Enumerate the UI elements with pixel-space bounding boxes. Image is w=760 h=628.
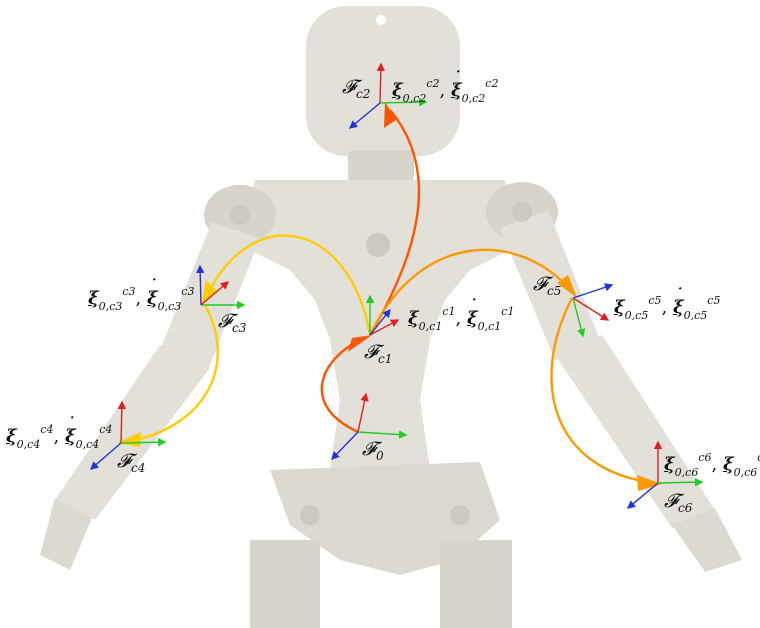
axis-z-Fc6 <box>626 482 659 509</box>
axis-x-Fc2 <box>379 97 428 107</box>
frame-axes-Fc3 <box>195 264 246 310</box>
robot-right-forearm <box>555 335 715 528</box>
robot-left-hand <box>40 498 92 570</box>
axis-x-Fc6 <box>657 477 704 487</box>
robot-joint <box>230 205 250 225</box>
derivative-dot: ˙ <box>674 285 683 304</box>
robot-joint <box>300 505 320 525</box>
axis-z-Fc5 <box>572 297 586 338</box>
axis-z-Fc2 <box>348 102 381 129</box>
frame-axes-Fc1 <box>365 294 400 336</box>
robot-head-hole <box>376 15 386 25</box>
link-arrowhead-c1 <box>348 335 372 352</box>
link-curve-c1-c2 <box>368 109 421 336</box>
axis-y-Fc5 <box>572 283 614 299</box>
twist-label-c2: ξ0,c2c2, ξ˙0,c2c2 <box>392 68 499 105</box>
frame-axes-F0 <box>331 392 408 461</box>
frame-label-Fc2: 𝓕c2 <box>342 76 371 101</box>
robot-right-leg <box>440 540 512 628</box>
frame-label-Fc6: 𝓕c6 <box>664 490 693 515</box>
robot-joint <box>366 233 390 257</box>
axis-z-Fc3 <box>200 281 230 306</box>
frame-axes-Fc6 <box>626 440 704 509</box>
twist-label-c5: ξ0,c5c5, ξ˙0,c5c5 <box>614 285 721 322</box>
twist-label-c3: ξ0,c3c3, ξ˙0,c3c3 <box>88 276 195 313</box>
derivative-dot: ˙ <box>148 276 157 295</box>
robot-right-upper-arm <box>500 210 600 360</box>
axis-y-Fc4 <box>117 400 127 444</box>
robot-right-hand <box>672 508 742 572</box>
derivative-dot: ˙ <box>725 452 733 460</box>
robot-joint <box>512 202 532 222</box>
axis-y-Fc3 <box>195 264 205 306</box>
link-curve-c5-c6 <box>550 297 656 485</box>
robot-left-forearm <box>55 345 210 520</box>
link-arrowhead-c2 <box>384 102 396 128</box>
axis-z-Fc4 <box>89 442 122 470</box>
link-curve-c1-c5 <box>368 248 573 336</box>
axis-x-F0 <box>357 430 408 439</box>
robot-torso <box>240 180 520 470</box>
axis-x-Fc1 <box>369 319 400 336</box>
twist-label-c4: ξ0,c4c4, ξ˙0,c4c4 <box>6 414 113 451</box>
derivative-dot: ˙ <box>452 68 461 87</box>
axis-x-Fc5 <box>572 297 610 321</box>
twist-label-c6: ξ0,c6c6, ξ˙0,c6c6 <box>664 452 760 478</box>
frame-label-Fc5: 𝓕c5 <box>533 273 562 298</box>
axis-x-Fc4 <box>120 437 167 447</box>
axis-y-F0 <box>357 392 369 433</box>
frame-axes-Fc4 <box>89 400 167 470</box>
derivative-dot: ˙ <box>66 414 75 433</box>
frame-label-Fc4: 𝓕c4 <box>117 450 146 475</box>
link-curve-c3-c4 <box>124 304 219 444</box>
frame-label-Fc3: 𝓕c3 <box>218 310 247 335</box>
link-arrowhead-c3 <box>201 280 217 306</box>
link-arrowhead-c6 <box>637 475 662 491</box>
derivative-dot: ˙ <box>468 296 477 315</box>
frame-label-Fc1: 𝓕c1 <box>364 341 393 366</box>
robot-neck <box>348 150 414 182</box>
link-curve-0-c1 <box>320 338 361 434</box>
robot-head <box>306 6 460 156</box>
robot-left-leg <box>250 540 320 628</box>
robot-joint <box>450 505 470 525</box>
frame-axes-Fc2 <box>348 62 428 129</box>
twist-label-c1: ξ0,c1c1, ξ˙0,c1c1 <box>408 296 515 333</box>
frame-label-F0: 𝓕0 <box>362 438 384 463</box>
axis-y-Fc2 <box>376 62 386 104</box>
link-arrowhead-c5 <box>557 275 577 298</box>
frame-axes-Fc5 <box>572 283 614 338</box>
link-curve-c1-c3 <box>203 234 372 336</box>
axis-z-Fc1 <box>369 308 391 336</box>
axis-z-F0 <box>331 431 359 461</box>
